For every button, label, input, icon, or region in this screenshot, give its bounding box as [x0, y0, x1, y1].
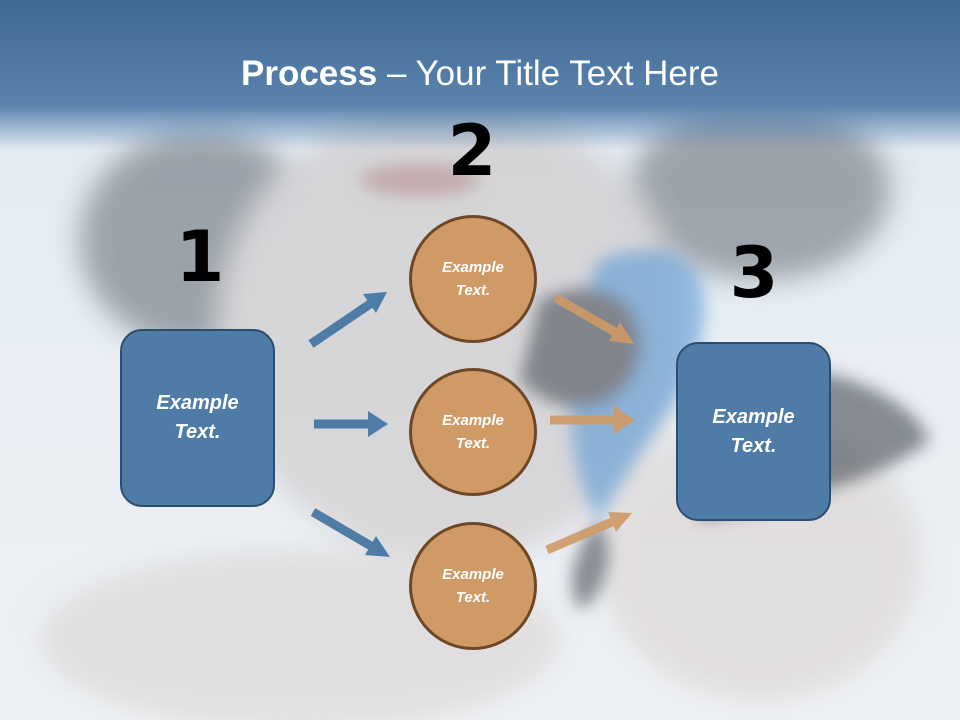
text-line: Text. — [730, 434, 777, 457]
text-line: Text. — [455, 435, 491, 452]
text-line: Example — [442, 259, 504, 276]
step-number-1: 1 — [175, 216, 225, 298]
arrow-blue-right — [314, 411, 388, 437]
text-line: Text. — [455, 589, 491, 606]
arrow-orange-down — [553, 294, 634, 344]
text-line: Text. — [174, 421, 221, 443]
text-line: Text. — [455, 282, 491, 299]
page-title: Process – Your Title Text Here — [0, 52, 960, 96]
arrow-orange-right — [550, 406, 635, 434]
step-number-3: 3 — [729, 232, 779, 314]
title-bar — [0, 0, 960, 150]
text-line: Example — [712, 405, 795, 428]
arrow-blue-up — [308, 292, 387, 348]
text-line: Example — [442, 412, 504, 429]
arrow-orange-up — [545, 512, 632, 555]
text-line: Example — [442, 566, 504, 583]
title-bold: Process — [241, 54, 378, 93]
title-rest: – Your Title Text Here — [377, 54, 719, 93]
arrow-blue-down — [310, 508, 390, 557]
text-line: Example — [156, 392, 239, 414]
step-number-2: 2 — [447, 110, 497, 192]
